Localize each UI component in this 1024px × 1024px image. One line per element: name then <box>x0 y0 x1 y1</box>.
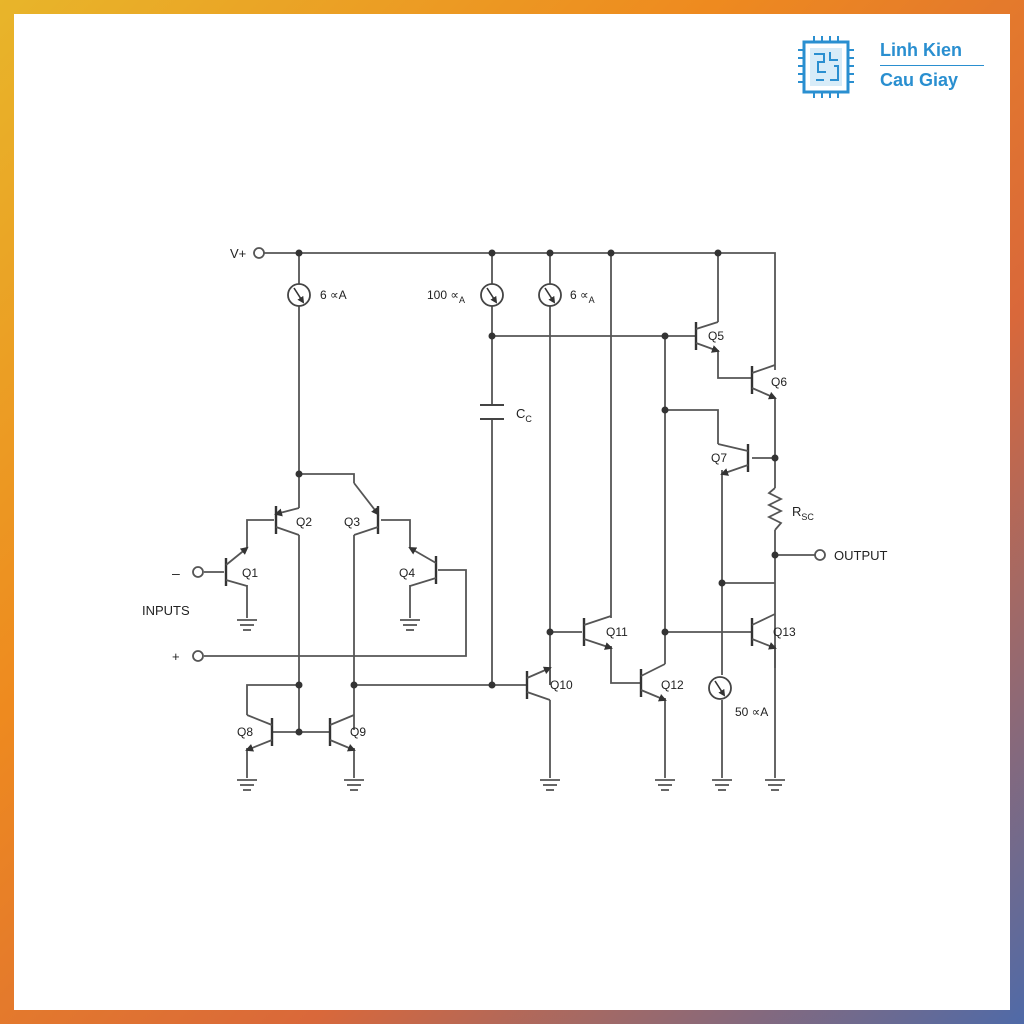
inputs-label: INPUTS <box>142 603 190 618</box>
transistor-q8 <box>245 714 274 752</box>
q9-label: Q9 <box>350 725 366 739</box>
inv-input-sign: – <box>172 565 180 581</box>
transistor-q13 <box>750 613 777 650</box>
q8-label: Q8 <box>237 725 253 739</box>
cs2-label: 100 ∝A <box>427 288 465 305</box>
noninv-input-sign: + <box>172 649 180 664</box>
image-card <box>14 14 1010 1010</box>
output-label: OUTPUT <box>834 548 888 563</box>
short-circuit-resistor <box>766 487 784 531</box>
supply-label: V+ <box>230 246 246 261</box>
transistor-q7 <box>717 443 750 476</box>
resistor-label: RSC <box>792 504 814 522</box>
wire-network <box>204 252 815 778</box>
transistor-q11 <box>582 615 613 650</box>
q5-label: Q5 <box>708 329 724 343</box>
current-source-cs2 <box>480 283 504 307</box>
vplus-terminal <box>253 247 265 259</box>
q3-label: Q3 <box>344 515 360 529</box>
current-source-cs4 <box>708 676 732 700</box>
q2-label: Q2 <box>296 515 312 529</box>
current-source-cs3 <box>538 283 562 307</box>
q4-label: Q4 <box>399 566 415 580</box>
chip-icon <box>798 36 854 98</box>
q12-label: Q12 <box>661 678 684 692</box>
transistor-q10 <box>525 666 552 701</box>
brand-name-line2: Cau Giay <box>880 70 959 90</box>
compensation-capacitor <box>480 404 504 420</box>
cs4-label: 50 ∝A <box>735 705 768 719</box>
output-terminal <box>814 549 826 561</box>
q6-label: Q6 <box>771 375 787 389</box>
capacitor-label: CC <box>516 406 532 424</box>
transistor-q5 <box>694 321 720 353</box>
current-source-cs1 <box>287 283 311 307</box>
q1-label: Q1 <box>242 566 258 580</box>
q11-label: Q11 <box>606 625 628 639</box>
q7-label: Q7 <box>711 451 727 465</box>
brand-logo: Linh Kien Cau Giay <box>796 36 996 100</box>
inv-input-terminal <box>192 566 204 578</box>
brand-divider <box>880 65 984 66</box>
transistor-q6 <box>750 364 777 400</box>
brand-name-line1: Linh Kien <box>880 40 962 60</box>
transistor-q4 <box>408 547 438 587</box>
noninv-input-terminal <box>192 650 204 662</box>
q13-label: Q13 <box>773 625 796 639</box>
ground-symbols <box>236 619 786 791</box>
transistor-q1 <box>224 546 249 587</box>
cs3-label: 6 ∝A <box>570 288 595 305</box>
junction-dots <box>295 249 779 736</box>
transistor-q2 <box>274 506 300 536</box>
transistor-q9 <box>328 714 356 752</box>
cs1-label: 6 ∝A <box>320 288 347 302</box>
transistor-q3 <box>353 482 380 536</box>
transistor-q12 <box>639 663 667 702</box>
q10-label: Q10 <box>550 678 573 692</box>
